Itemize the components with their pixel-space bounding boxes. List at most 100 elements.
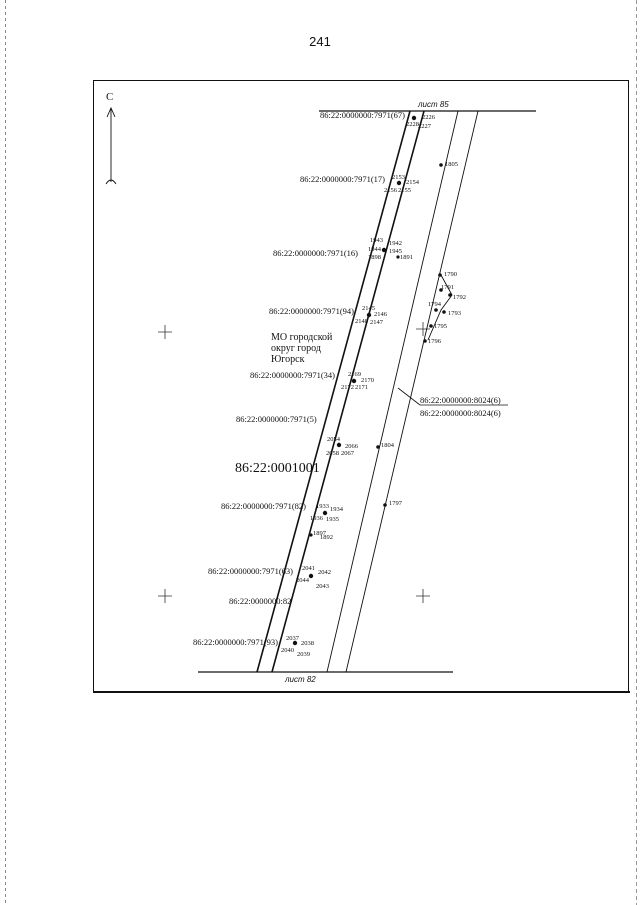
point-number: 2170 <box>361 377 374 384</box>
parcel-label: 86:22:0000000:7971(67) <box>320 110 405 120</box>
parcel-label: 86:22:0000000:7971(5) <box>236 414 317 424</box>
point-number: 2041 <box>302 565 315 572</box>
boundary-point <box>292 640 298 646</box>
boundary-point <box>439 288 443 292</box>
sheet-label-bottom: лист 82 <box>284 675 316 684</box>
point-number: 2037 <box>286 635 300 642</box>
right-parcel-label-lower: 86:22:0000000:8024(6) <box>420 408 501 418</box>
point-number: 1934 <box>330 506 344 513</box>
point-number: 2169 <box>348 371 361 378</box>
district-label-line3: Югорск <box>271 354 305 365</box>
right-parcel-label-upper: 86:22:0000000:8024(6) <box>420 395 501 405</box>
point-number: 2038 <box>301 640 314 647</box>
boundary-point <box>366 312 372 318</box>
point-number: 1933 <box>316 503 329 510</box>
point-number: 2154 <box>406 179 420 186</box>
point-number: 2226 <box>422 114 436 121</box>
grid-crosses <box>158 322 430 603</box>
parcel-label: 86:22:0000000:7971(82) <box>221 501 306 511</box>
boundary-point <box>322 510 328 516</box>
boundary-point <box>351 378 357 384</box>
point-number: 1891 <box>400 254 413 261</box>
parcel-label: 86:22:0000000:7971(17) <box>300 174 385 184</box>
point-number: 2153 <box>392 174 405 181</box>
point-number: 1936 <box>310 515 324 522</box>
point-number: 1790 <box>444 271 457 278</box>
point-number: 2066 <box>345 443 359 450</box>
point-number: 2039 <box>297 651 310 658</box>
point-number: 2042 <box>318 569 331 576</box>
boundary-point <box>308 573 314 579</box>
parcel-label: 86:22:0000000:7971(94) <box>269 306 354 316</box>
point-number: 1796 <box>428 338 442 345</box>
point-number: 1944 <box>368 246 382 253</box>
point-number: 1791 <box>441 284 454 291</box>
point-number: 2146 <box>374 311 388 318</box>
point-number: 2040 <box>281 647 294 654</box>
point-number: 1797 <box>389 500 403 507</box>
boundary-point <box>442 310 446 314</box>
point-number: 2054 <box>327 436 341 443</box>
block-number: 86:22:0001001 <box>235 461 320 476</box>
point-number: 2227 <box>418 123 432 130</box>
north-label: С <box>106 91 113 103</box>
point-number: 2145 <box>362 305 375 312</box>
district-label-line1: МО городской <box>271 332 333 343</box>
boundary-point <box>336 442 342 448</box>
point-number: 1945 <box>389 248 402 255</box>
boundary-point <box>434 308 438 312</box>
point-number: 2147 <box>370 319 384 326</box>
frame-bottom-edge <box>93 691 630 693</box>
parcel-label: 86:22:0000000:7971(34) <box>250 370 335 380</box>
boundary-point <box>439 163 443 167</box>
point-number: 1795 <box>434 323 447 330</box>
page-number: 241 <box>309 34 331 49</box>
parcel-label: 86:22:0000000:7971(16) <box>273 248 358 258</box>
scan-edge-left <box>5 0 6 905</box>
right-boundary-points <box>376 163 452 507</box>
scan-edge-right <box>636 0 637 905</box>
parcel-label: 86:22:0000000:82 <box>229 596 291 606</box>
boundary-point <box>423 339 427 343</box>
point-number: 2155 <box>398 187 411 194</box>
point-number: 1898 <box>368 254 381 261</box>
boundary-point <box>438 273 442 277</box>
point-number: 1942 <box>389 240 402 247</box>
north-arrow-icon <box>105 106 117 185</box>
boundary-point <box>396 180 402 186</box>
parcel-label: 86:22:0000000:7971(93) <box>193 637 278 647</box>
boundary-point-markers <box>292 115 417 646</box>
point-number: 1943 <box>370 237 383 244</box>
point-number: 1792 <box>453 294 466 301</box>
parcel-label: 86:22:0000000:7971(63) <box>208 566 293 576</box>
boundary-point <box>396 255 400 259</box>
point-number: 1935 <box>326 516 339 523</box>
point-number: 1794 <box>428 301 442 308</box>
right-parcel-leader <box>397 387 421 406</box>
boundary-point <box>411 115 417 121</box>
point-number: 2156 <box>384 187 398 194</box>
point-number: 2044 <box>296 577 310 584</box>
point-number: 2171 <box>355 384 368 391</box>
corridor-lines <box>256 110 479 673</box>
point-number: 1892 <box>320 534 333 541</box>
point-number: 2172 <box>341 384 354 391</box>
point-number: 1897 <box>313 530 327 537</box>
boundary-point <box>448 293 452 297</box>
boundary-point <box>429 324 433 328</box>
point-number: 2058 <box>326 450 339 457</box>
sheet-label-top: лист 85 <box>417 100 449 109</box>
point-number: 2228 <box>406 121 419 128</box>
point-number: 1793 <box>448 310 461 317</box>
point-number: 2043 <box>316 583 329 590</box>
boundary-point <box>381 247 387 253</box>
point-number: 1804 <box>381 442 395 449</box>
point-number: 2148 <box>355 318 368 325</box>
boundary-point <box>309 533 313 537</box>
boundary-point <box>376 445 380 449</box>
point-number: 2067 <box>341 450 355 457</box>
boundary-point <box>383 503 387 507</box>
district-label-line2: округ город <box>271 343 321 354</box>
point-number: 1805 <box>445 161 458 168</box>
